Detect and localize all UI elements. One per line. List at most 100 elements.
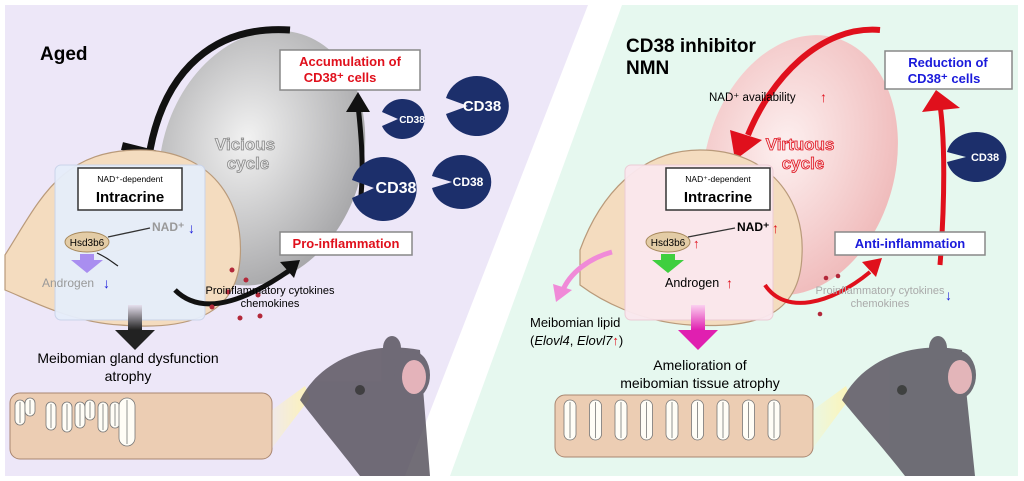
hsd3b6-oval-right — [645, 231, 691, 253]
androgen-right: Androgen — [665, 276, 719, 290]
cd38-molecule: CD38 — [432, 155, 492, 209]
gland-lobe — [109, 401, 121, 429]
intracrine-small-right: NAD⁺-dependent — [685, 174, 751, 184]
gland-lobe — [742, 399, 755, 441]
down-arrowhead-right — [678, 330, 718, 350]
svg-text:CD38: CD38 — [453, 175, 484, 189]
anti-inflammation-box — [834, 231, 986, 256]
lipid-arrowhead — [553, 284, 572, 302]
hsd3b6-up-arrow: ↑ — [693, 236, 700, 251]
light-beam-left — [272, 386, 310, 448]
intracrine-small-left: NAD⁺-dependent — [97, 174, 163, 184]
gland-lobe — [716, 399, 730, 441]
inflammation-arrowhead-right — [862, 258, 882, 277]
cd38-molecule: CD38 — [446, 76, 509, 136]
androgen-down-arrow-left: ↓ — [103, 275, 110, 291]
gland-lobe — [61, 401, 73, 433]
anti-inflammation-text: Anti-inflammation — [855, 236, 966, 251]
pro-inflammation-box — [279, 231, 413, 256]
cytokines-left-1: Proinflammatory cytokines — [206, 285, 335, 297]
cd38-molecule-right: CD38 — [947, 131, 1007, 182]
nad-availability-arrow — [745, 26, 881, 137]
svg-text:CD38: CD38 — [971, 152, 999, 164]
lipid-text-2: (Elovl4, Elovl7↑) — [530, 333, 623, 348]
intracrine-big-right: Intracrine — [684, 189, 752, 206]
gland-lobe — [45, 401, 57, 431]
gland-lobe — [665, 399, 679, 441]
outcome-right-1: Amelioration of — [653, 357, 746, 373]
intracrine-box-right — [665, 167, 771, 211]
gland-lobe — [84, 399, 96, 421]
inflammation-arrowhead-left — [280, 260, 300, 278]
cd38-molecule: CD38 — [352, 157, 417, 221]
cd38-molecules-left: CD38 CD38 CD38 CD38 — [352, 76, 509, 221]
hsd3b6-oval-left — [64, 231, 110, 253]
svg-text:CD38: CD38 — [399, 115, 425, 126]
gland-lobe — [640, 399, 653, 441]
gland-lobe — [118, 397, 136, 447]
nad-availability-arrowhead — [730, 130, 762, 160]
nad-availability-text: NAD⁺ availability — [709, 92, 796, 104]
nad-left: NAD⁺ — [152, 220, 184, 234]
hsd3b6-left: Hsd3b6 — [70, 238, 105, 249]
androgen-left: Androgen — [42, 276, 94, 290]
cytokines-right-2: chemokines — [851, 298, 910, 310]
gland-lobe — [14, 399, 26, 426]
reduction-arrowhead — [922, 90, 960, 112]
nad-connector-left — [107, 227, 151, 238]
curved-arrow-small-left — [96, 252, 119, 267]
gland-lobe — [74, 401, 86, 429]
down-arrowhead-left — [115, 330, 155, 350]
intracrine-big-left: Intracrine — [96, 189, 164, 206]
lipid-arrow — [559, 249, 613, 294]
nad-down-arrow-left: ↓ — [188, 220, 195, 236]
androgen-arrow-left — [71, 254, 103, 273]
nad-right: NAD⁺ — [737, 220, 769, 234]
gland-lobe — [691, 399, 704, 441]
lipid-text-1: Meibomian lipid — [530, 315, 620, 330]
cytokines-down-arrow: ↓ — [945, 287, 952, 303]
outcome-left-2: atrophy — [105, 368, 152, 384]
hsd3b6-right: Hsd3b6 — [651, 238, 686, 249]
androgen-arrow-right — [652, 254, 684, 273]
intracrine-box-left — [77, 167, 183, 211]
light-beam-right — [813, 386, 850, 448]
gland-lobe — [767, 399, 781, 441]
accumulation-arrowhead — [346, 92, 370, 112]
inflammation-arrow-right — [763, 270, 872, 305]
accumulation-arrow — [355, 104, 365, 206]
healthy-glands-right — [563, 399, 781, 441]
cytokine-dots-right — [817, 273, 841, 317]
cytokines-left-2: chemokines — [241, 298, 300, 310]
cytokine-dots-left — [209, 267, 263, 321]
down-arrow-shaft-right — [691, 305, 705, 330]
down-arrow-shaft-left — [128, 305, 142, 330]
cd38-molecule: CD38 — [382, 99, 425, 139]
gland-lobe — [589, 399, 602, 441]
mouse-left — [300, 336, 430, 476]
gland-lobe — [563, 399, 577, 441]
atrophied-glands-left — [14, 397, 136, 447]
gland-lobe — [24, 397, 36, 417]
androgen-up-arrow-right: ↑ — [726, 275, 733, 291]
gland-lobe — [614, 399, 628, 441]
gland-lobe — [97, 401, 109, 433]
pro-inflammation-text: Pro-inflammation — [293, 236, 400, 251]
svg-text:CD38: CD38 — [376, 180, 417, 197]
svg-text:CD38: CD38 — [463, 98, 501, 115]
inhibition-arc — [146, 26, 291, 151]
reduction-box — [884, 50, 1013, 90]
nad-availability-up: ↑ — [820, 89, 827, 105]
nad-connector-right — [687, 227, 736, 238]
nad-up-arrow-right: ↑ — [772, 220, 779, 236]
outcome-right-2: meibomian tissue atrophy — [620, 375, 780, 391]
outcome-left-1: Meibomian gland dysfunction — [37, 350, 218, 366]
accumulation-box — [279, 49, 421, 91]
